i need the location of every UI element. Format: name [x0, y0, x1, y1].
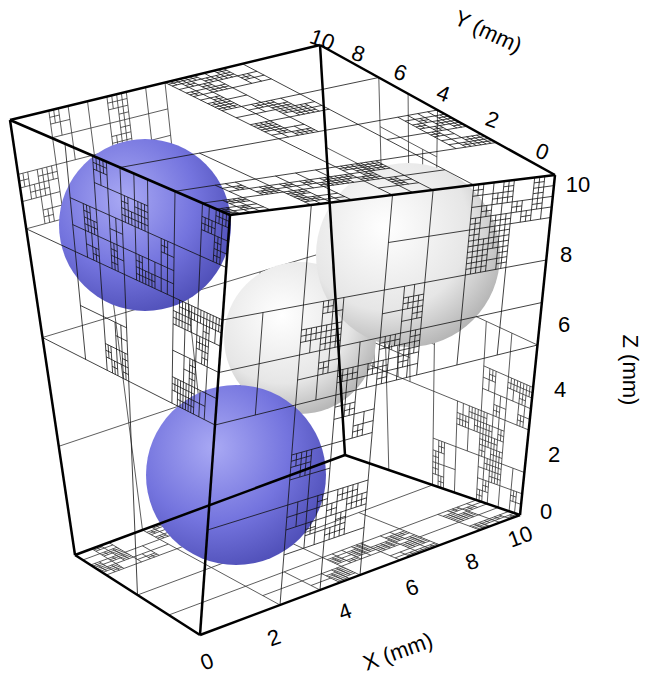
x-tick: 8 — [462, 550, 481, 575]
x-tick: 2 — [264, 626, 283, 651]
z-tick: 6 — [558, 314, 570, 336]
axis-title: Y (mm) — [451, 7, 525, 57]
y-tick: 2 — [482, 108, 501, 133]
mesh-lines — [208, 176, 554, 605]
x-tick: 0 — [197, 650, 216, 675]
cube-edge — [200, 515, 520, 635]
cube-edge — [75, 455, 345, 555]
cube-edge — [230, 175, 555, 215]
mesh-lines — [26, 144, 229, 595]
cube-edge — [345, 455, 520, 515]
z-tick: 4 — [554, 379, 566, 401]
y-tick: 0 — [532, 140, 551, 165]
cube-edge — [10, 120, 75, 555]
y-tick: 8 — [348, 42, 367, 67]
x-tick: 6 — [402, 576, 421, 601]
x-tick: 10 — [505, 522, 536, 551]
axis-title: X (mm) — [360, 629, 435, 674]
y-tick: 4 — [433, 82, 452, 107]
cube-edge — [200, 215, 230, 635]
z-tick: 8 — [560, 244, 572, 266]
z-tick: 10 — [566, 174, 590, 196]
y-tick: 6 — [390, 61, 409, 86]
z-tick: 2 — [548, 444, 560, 466]
x-tick: 4 — [335, 600, 354, 625]
blue-sphere — [146, 385, 326, 565]
front-mesh — [26, 64, 554, 605]
y-tick: 10 — [307, 25, 338, 54]
cube-edge — [10, 120, 230, 215]
cube-edge — [75, 555, 200, 635]
cube-edges — [10, 45, 555, 635]
z-tick: 0 — [540, 501, 552, 523]
cube-edge — [320, 45, 345, 455]
axis-title: Z (mm) — [619, 335, 641, 406]
cube-edge — [10, 45, 320, 120]
